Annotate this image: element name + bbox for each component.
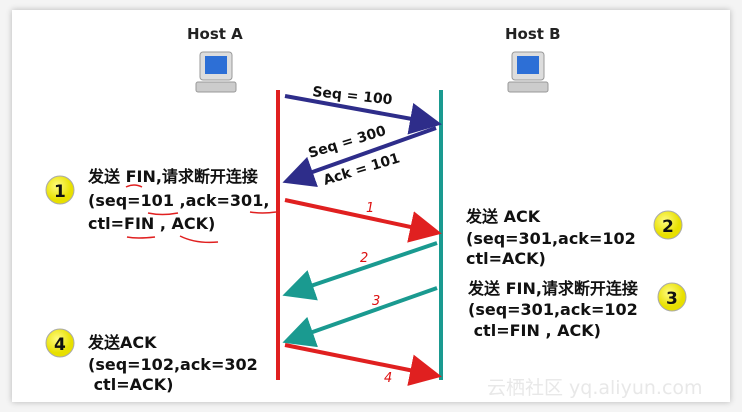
arrow-step-1-fin	[284, 198, 442, 243]
step-1-line-3: ctl=FIN , ACK)	[88, 214, 215, 233]
svg-text:2: 2	[662, 217, 674, 237]
arrow-seq-100	[284, 94, 442, 135]
watermark: 云栖社区 yq.aliyun.com	[487, 377, 703, 399]
hand-mark-3: 3	[372, 294, 380, 309]
step-4-line-3: ctl=ACK)	[88, 375, 173, 394]
computer-icon-host-a	[195, 51, 237, 93]
arrow-step-2-ack	[282, 241, 438, 301]
step-4-badge: 4	[45, 328, 75, 358]
step-3-line-2: (seq=301,ack=102	[468, 300, 638, 319]
host-b-label: Host B	[505, 25, 561, 43]
step-1-line-1: 发送 FIN,请求断开连接	[87, 167, 258, 186]
arrow-step-3-fin	[282, 286, 438, 348]
step-2-badge: 2	[653, 210, 683, 240]
svg-text:3: 3	[666, 289, 678, 309]
step-1-line-2: (seq=101 ,ack=301,	[88, 191, 269, 210]
host-a-label: Host A	[187, 25, 243, 43]
svg-text:4: 4	[54, 335, 66, 355]
diagram-card	[12, 10, 730, 402]
step-4-line-1: 发送ACK	[87, 333, 157, 352]
computer-icon-host-b	[507, 51, 549, 93]
arrow-step-4-ack	[284, 343, 442, 386]
step-3-line-1: 发送 FIN,请求断开连接	[467, 279, 638, 298]
hand-mark-4: 4	[384, 371, 392, 386]
arrow-seq-300-ack-101	[282, 126, 437, 188]
step-4-line-2: (seq=102,ack=302	[88, 355, 258, 374]
step-3-line-3: ctl=FIN , ACK)	[468, 321, 601, 340]
step-1-badge: 1	[45, 175, 75, 205]
hand-mark-2: 2	[360, 251, 368, 266]
step-3-badge: 3	[657, 282, 687, 312]
step-2-line-1: 发送 ACK	[465, 207, 541, 226]
step-2-line-2: (seq=301,ack=102	[466, 229, 636, 248]
hand-underlines	[125, 184, 277, 244]
svg-text:1: 1	[54, 182, 66, 202]
hand-mark-1: 1	[366, 201, 374, 216]
step-2-line-3: ctl=ACK)	[466, 249, 546, 268]
